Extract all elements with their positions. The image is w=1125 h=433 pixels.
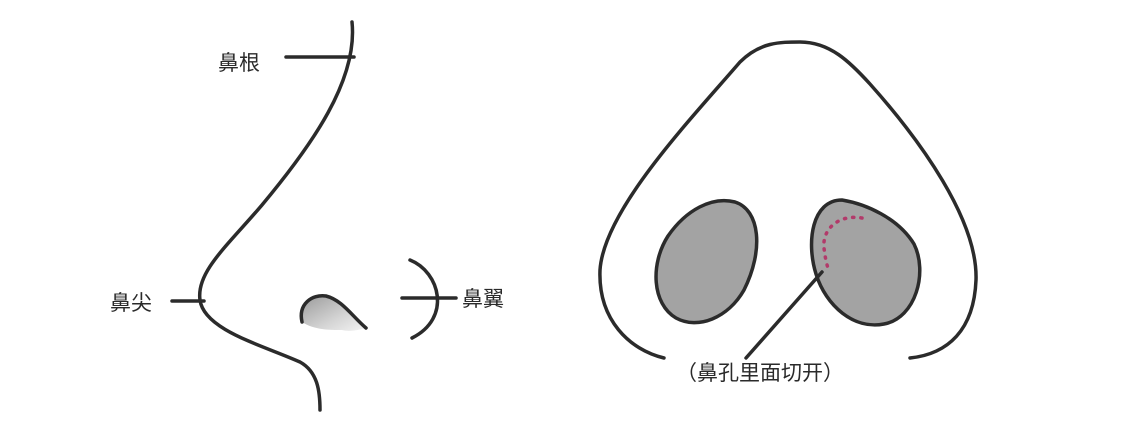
incision-leader-line	[744, 270, 824, 360]
nose-profile-line	[197, 20, 355, 412]
side-view: 鼻根 鼻尖 鼻翼	[110, 20, 504, 412]
incision-dotted-line	[822, 215, 864, 270]
nose-outline	[598, 40, 978, 360]
right-nostril	[809, 198, 922, 327]
nasal-tip-label: 鼻尖	[110, 291, 152, 315]
ala-shape	[301, 295, 366, 331]
front-view: （鼻孔里面切开）	[598, 40, 978, 385]
left-nostril	[654, 198, 759, 325]
ala-outline	[299, 294, 368, 330]
incision-note-label: （鼻孔里面切开）	[676, 361, 844, 385]
nasal-root-label: 鼻根	[218, 51, 260, 75]
nasal-wing-curve	[408, 258, 440, 340]
nasal-wing-label: 鼻翼	[462, 287, 504, 311]
